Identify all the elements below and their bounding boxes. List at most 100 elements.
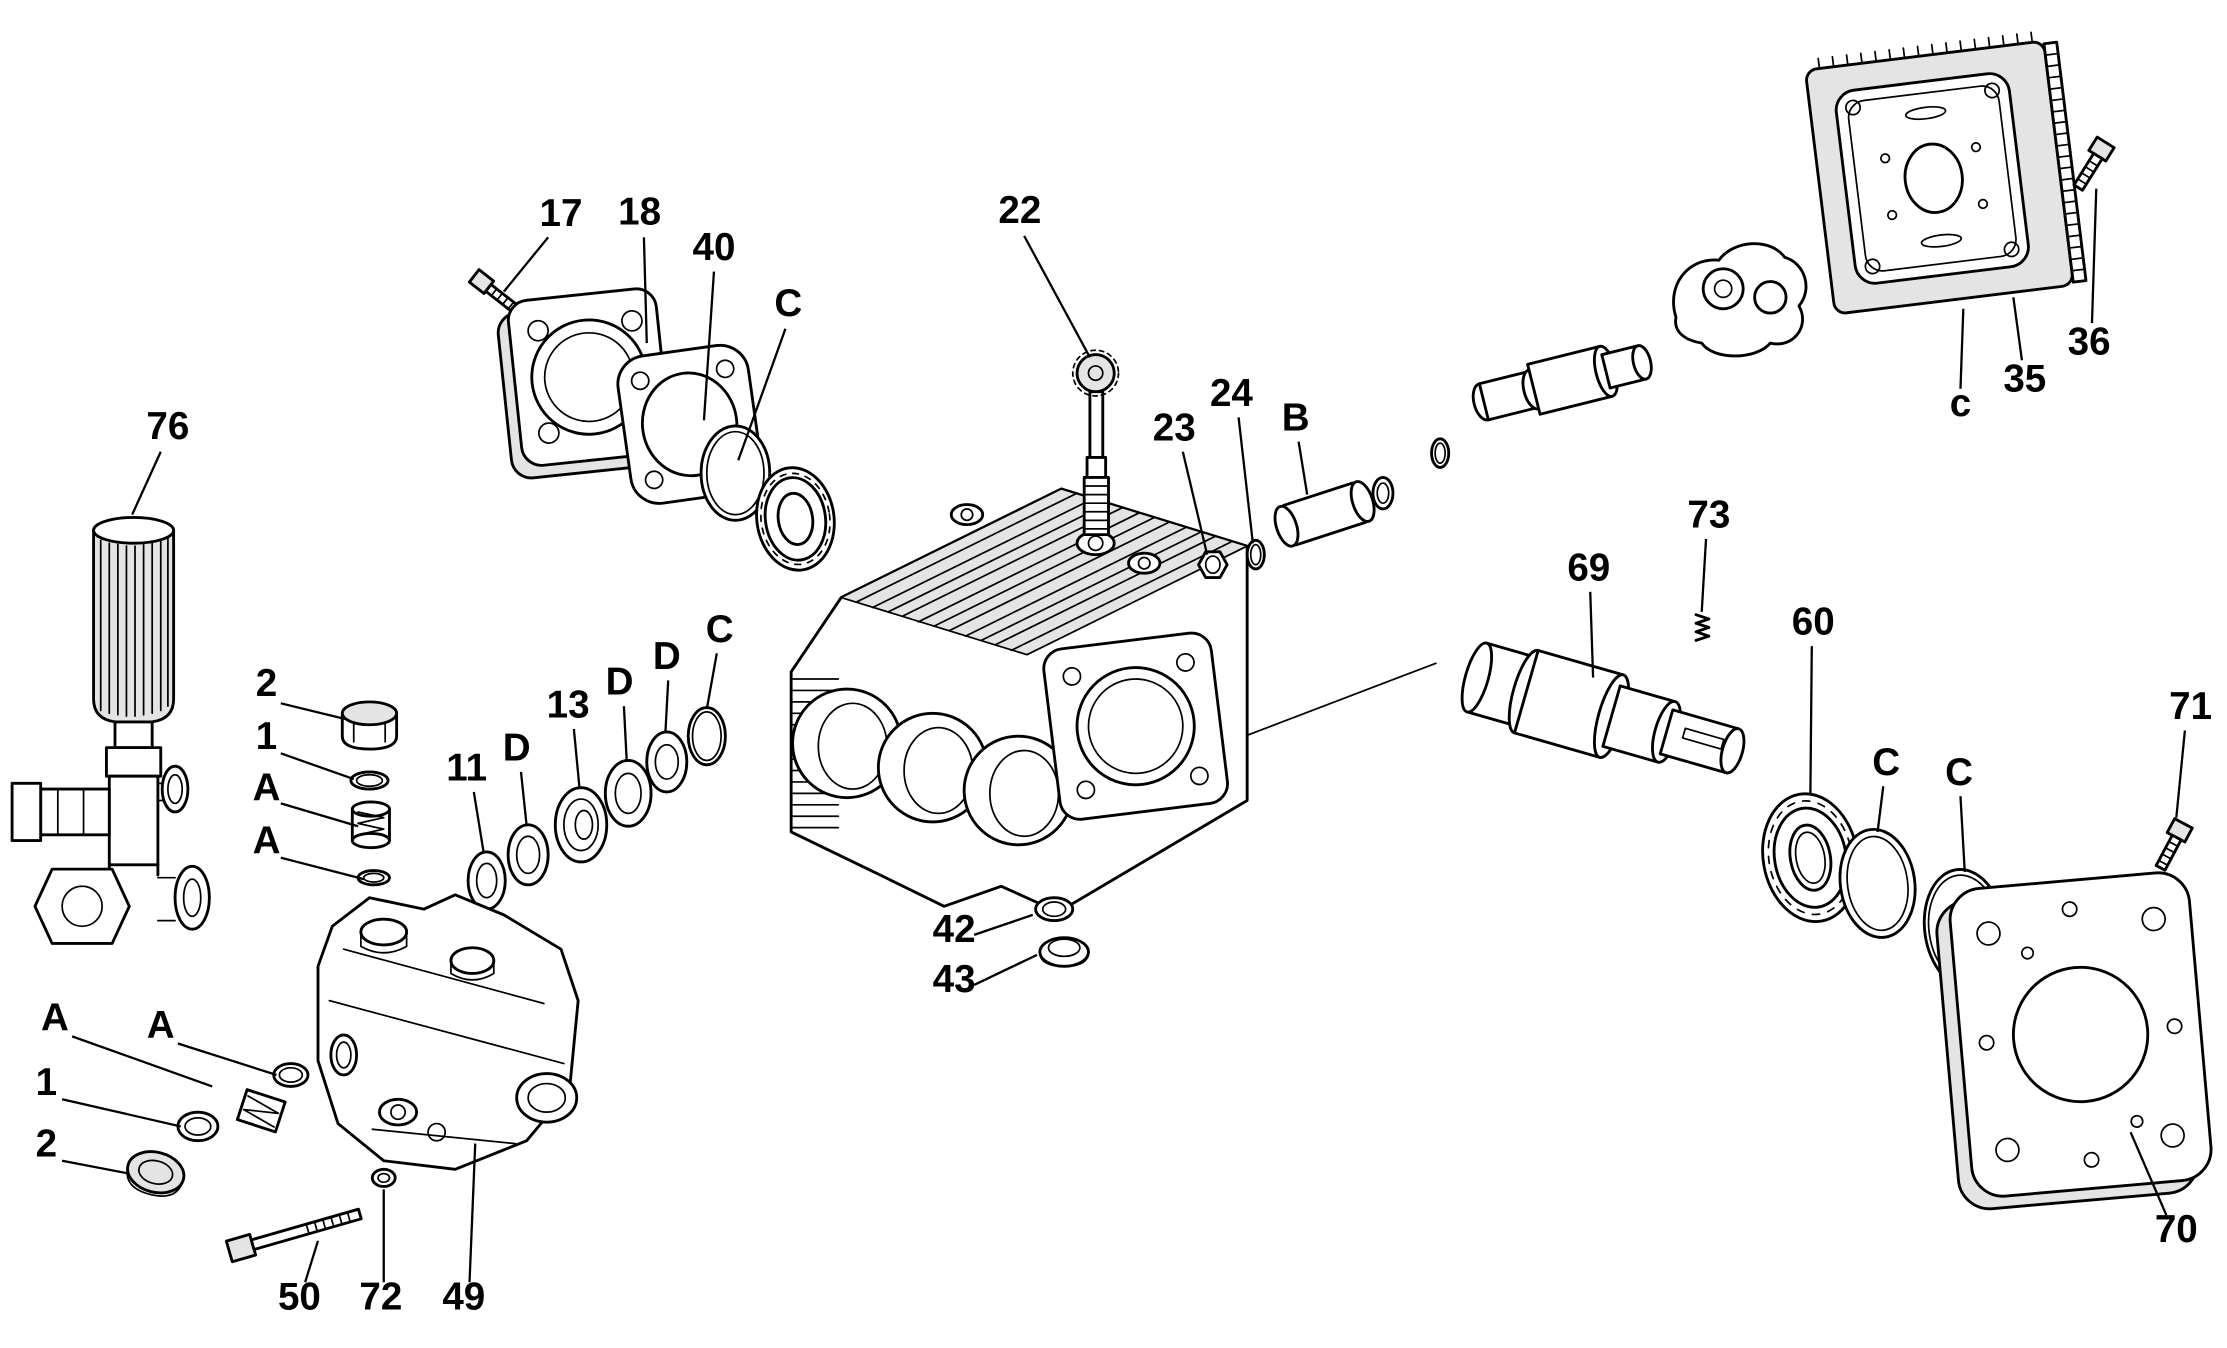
callout-label-15-A: A [253, 819, 281, 862]
valve-parts-lower [126, 1062, 310, 1197]
callout-label-33-1: 1 [36, 1061, 57, 1104]
callout-label-13-1: 1 [256, 715, 277, 758]
callout-leader-33-1 [61, 1098, 182, 1128]
washer-24 [1245, 538, 1266, 571]
callout-label-27-C: C [1872, 741, 1900, 784]
callout-label-29-71: 71 [2169, 685, 2212, 728]
clamp-bracket [1672, 242, 1808, 358]
callout-leader-27-C [1876, 786, 1885, 833]
callout-label-0-17: 17 [540, 192, 583, 235]
plug-43 [1038, 936, 1090, 968]
callout-label-11-76: 76 [146, 405, 189, 448]
o-ring-c-rear-1 [1838, 827, 1917, 939]
callout-leader-30-70 [2129, 1131, 2168, 1216]
crankshaft-69 [1460, 641, 1746, 775]
callout-leader-19-D [622, 706, 628, 762]
callout-leader-5-23 [1181, 451, 1209, 555]
callout-leader-21-C [705, 653, 718, 710]
callout-label-32-A: A [147, 1004, 175, 1047]
bolt-71 [2154, 817, 2194, 872]
callout-label-24-69: 69 [1567, 546, 1610, 589]
callout-label-1-18: 18 [618, 190, 661, 233]
callout-leader-20-D [664, 680, 670, 734]
callout-label-20-D: D [653, 635, 681, 678]
callout-leader-7-B [1297, 441, 1309, 495]
callout-label-3-C: C [774, 282, 802, 325]
callout-leader-35-50 [304, 1240, 320, 1283]
callout-label-17-D: D [503, 726, 531, 769]
callout-label-2-40: 40 [692, 226, 735, 269]
callout-label-36-72: 72 [359, 1275, 402, 1318]
sleeve-b [1273, 480, 1376, 548]
front-flange-group [467, 268, 836, 572]
callout-label-5-23: 23 [1153, 406, 1196, 449]
o-ring-c-front [699, 424, 772, 522]
seal-stack [466, 706, 727, 911]
callout-leader-1-18 [642, 237, 648, 344]
callout-leader-24-69 [1589, 591, 1595, 678]
callout-label-10-c: c [1950, 382, 1971, 425]
callout-label-8-35: 35 [2003, 358, 2046, 401]
callout-leader-12-2 [280, 702, 346, 721]
callout-leader-9-36 [2090, 188, 2098, 324]
callout-leader-4-22 [1023, 235, 1091, 358]
callout-leader-26-60 [1809, 646, 1813, 795]
washer-72 [370, 1167, 397, 1188]
callout-label-37-49: 49 [442, 1275, 485, 1318]
callout-label-21-C: C [706, 608, 734, 651]
washer-small [1371, 476, 1395, 511]
callout-label-31-A: A [41, 997, 69, 1040]
callout-label-19-D: D [606, 661, 634, 704]
dipstick-22 [1071, 349, 1120, 537]
callout-leader-8-35 [2012, 297, 2024, 361]
callout-leader-23-43 [973, 953, 1038, 986]
handle-valve-assembly [10, 516, 211, 945]
pump-body [789, 487, 1437, 914]
bearing-60 [1761, 792, 1860, 923]
assembly-axis-line [1217, 662, 1437, 748]
callout-leader-16-11 [472, 791, 485, 854]
callout-leader-10-c [1959, 308, 1965, 389]
callout-leader-37-49 [468, 1143, 477, 1283]
callout-leader-31-A [71, 1035, 213, 1088]
mounting-flange-70 [1935, 871, 2213, 1211]
piston-assembly [1471, 344, 1653, 422]
callout-label-16-11: 11 [446, 746, 487, 789]
callout-leader-29-71 [2175, 730, 2187, 818]
callout-leader-17-D [519, 771, 528, 827]
callout-leader-13-1 [280, 752, 355, 781]
callout-label-28-C: C [1945, 751, 1973, 794]
bolt-50 [224, 1207, 363, 1264]
callout-leader-6-24 [1237, 417, 1255, 544]
callout-label-34-2: 2 [36, 1122, 57, 1165]
callout-label-23-43: 43 [933, 958, 976, 1001]
callout-label-18-13: 13 [547, 684, 590, 727]
callout-label-30-70: 70 [2155, 1208, 2198, 1251]
callout-label-14-A: A [253, 767, 281, 810]
bearing-front [755, 466, 836, 572]
callout-leader-3-C [737, 328, 787, 461]
bolt-36 [2072, 135, 2116, 192]
callout-leader-15-A [280, 856, 365, 881]
callout-leader-0-17 [502, 236, 550, 293]
callout-label-6-24: 24 [1210, 372, 1253, 415]
manifold-block [316, 893, 580, 1171]
callout-label-22-42: 42 [933, 908, 976, 951]
callout-label-4-22: 22 [998, 189, 1041, 232]
callout-leader-11-76 [131, 451, 162, 516]
callout-leader-34-2 [61, 1159, 130, 1175]
spring-73 [1694, 613, 1711, 642]
callout-label-25-73: 73 [1687, 493, 1730, 536]
o-ring-42 [1034, 896, 1075, 923]
callout-leader-14-A [280, 802, 359, 828]
callout-label-7-B: B [1282, 396, 1310, 439]
callout-label-9-36: 36 [2068, 321, 2111, 364]
callout-label-26-60: 60 [1792, 601, 1835, 644]
snap-ring [1430, 437, 1451, 469]
rear-cover-35 [1805, 31, 2088, 315]
callout-leader-25-73 [1700, 538, 1708, 612]
callout-label-35-50: 50 [278, 1275, 321, 1318]
